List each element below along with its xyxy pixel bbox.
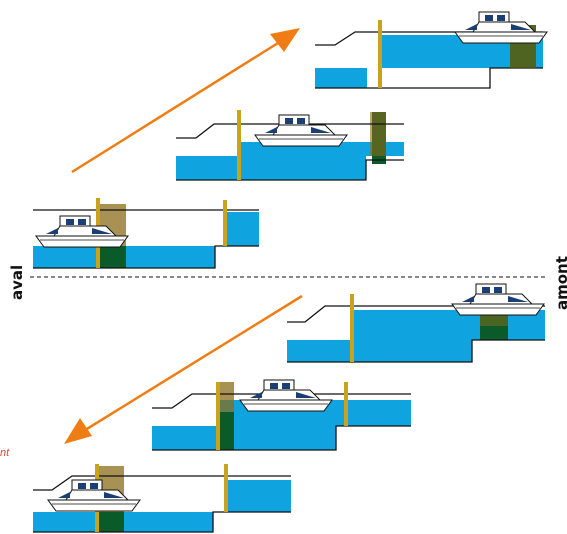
chamber-fill [98,246,126,268]
lock-stage-up-3 [315,11,548,89]
gate [216,382,220,450]
arrow-up [71,28,300,174]
lock-stage-up-1 [33,198,259,269]
chamber-fill [220,412,234,450]
gate [223,200,227,246]
gate [224,464,228,512]
gate [344,382,348,426]
gate [350,294,354,362]
lock-stage-down-3 [33,464,291,533]
chamber-fill [98,512,124,532]
lock-stage-down-1 [287,283,545,363]
lock-stage-up-2 [176,110,404,181]
gate [237,110,241,180]
label-aval: aval [8,265,26,300]
lock-stage-down-2 [152,379,411,451]
label-amont: amont [553,256,567,310]
gate [378,20,382,88]
cropped-note: nt [0,447,10,459]
arrow-down [64,294,303,444]
